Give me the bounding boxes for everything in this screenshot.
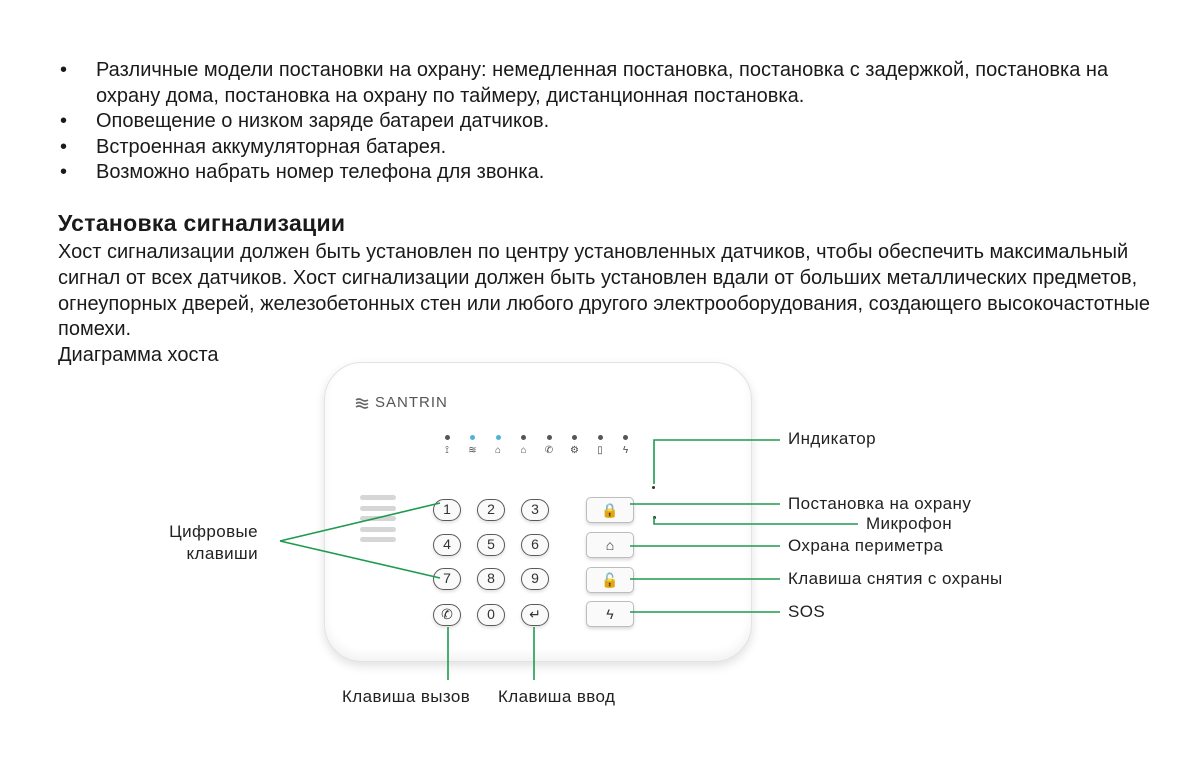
feature-item: Встроенная аккумуляторная батарея. — [58, 135, 1158, 161]
led-home: ⌂ — [514, 435, 534, 456]
led-dot — [572, 435, 577, 440]
feature-item: Различные модели постановки на охрану: н… — [58, 58, 1158, 109]
lock-icon: 🔒 — [601, 502, 619, 518]
section-paragraph: Хост сигнализации должен быть установлен… — [58, 241, 1151, 341]
led-power: ϟ — [616, 435, 636, 456]
key-2[interactable]: 2 — [477, 499, 505, 521]
led-dot — [470, 435, 475, 440]
label-perimeter: Охрана периметра — [788, 536, 944, 555]
label-mic: Микрофон — [866, 514, 953, 533]
led-dot — [546, 435, 552, 440]
arm-button[interactable]: 🔒 — [586, 497, 634, 523]
label-indicator: Индикатор — [788, 429, 877, 448]
perimeter-button[interactable]: ⌂ — [586, 532, 634, 558]
led-dot — [521, 435, 526, 440]
led-antenna: ⟟ — [437, 435, 457, 456]
label-enter: Клавиша ввод — [498, 687, 616, 706]
key-3[interactable]: 3 — [521, 499, 549, 521]
key-5[interactable]: 5 — [477, 534, 505, 556]
label-disarm: Клавиша снятия с охраны — [788, 569, 1003, 588]
key-8[interactable]: 8 — [477, 568, 505, 590]
gear-icon: ⚙ — [570, 445, 579, 456]
brand-name: SANTRIN — [375, 394, 448, 411]
section-heading: Установка сигнализации — [58, 210, 346, 236]
microphone-hole — [653, 516, 656, 519]
led-dot — [444, 435, 450, 440]
label-digits: Цифровые клавиши — [169, 522, 258, 563]
key-9[interactable]: 9 — [521, 568, 549, 590]
lock-icon: ⌂ — [494, 445, 502, 456]
led-lock: ⌂ — [488, 435, 508, 456]
label-call: Клавиша вызов — [342, 687, 471, 706]
key-6[interactable]: 6 — [521, 534, 549, 556]
led-phone: ✆ — [539, 435, 559, 456]
key-7[interactable]: 7 — [433, 568, 461, 590]
feature-item: Оповещение о низком заряде батареи датчи… — [58, 109, 1158, 135]
sos-button[interactable]: ϟ — [586, 601, 634, 627]
led-dot — [495, 435, 501, 440]
key-0[interactable]: 0 — [477, 604, 505, 626]
diagram-caption: Диаграмма хоста — [58, 344, 219, 366]
led-wifi: ≋ — [463, 435, 483, 456]
label-arm: Постановка на охрану — [788, 494, 972, 513]
feature-list: Различные модели постановки на охрану: н… — [58, 58, 1158, 186]
home-icon: ⌂ — [605, 537, 615, 553]
antenna-icon: ⟟ — [445, 445, 449, 456]
key-1[interactable]: 1 — [433, 499, 461, 521]
power-icon: ϟ — [622, 445, 629, 456]
call-key[interactable]: ✆ — [433, 604, 461, 626]
wave-logo-icon — [355, 397, 369, 409]
disarm-button[interactable]: 🔓 — [586, 567, 634, 593]
bolt-icon: ϟ — [606, 606, 614, 622]
home-icon: ⌂ — [520, 445, 527, 456]
feature-item: Возможно набрать номер телефона для звон… — [58, 160, 1158, 186]
led-dot — [623, 435, 628, 440]
led-dot — [597, 435, 603, 440]
unlock-icon: 🔓 — [601, 572, 619, 588]
label-sos: SOS — [788, 602, 826, 621]
led-gear: ⚙ — [565, 435, 585, 456]
enter-key[interactable]: ↵ — [521, 604, 549, 626]
wifi-icon: ≋ — [468, 445, 477, 456]
led-battery: ▯ — [590, 435, 610, 456]
battery-icon: ▯ — [597, 445, 603, 456]
brand-logo: SANTRIN — [355, 394, 448, 411]
indicator-dot — [652, 486, 655, 489]
speaker-grille — [360, 495, 396, 548]
key-4[interactable]: 4 — [433, 534, 461, 556]
alarm-host-device: SANTRIN ⟟ ≋ ⌂ ⌂ ✆ ⚙ ▯ — [324, 362, 752, 662]
phone-icon: ✆ — [544, 445, 554, 456]
